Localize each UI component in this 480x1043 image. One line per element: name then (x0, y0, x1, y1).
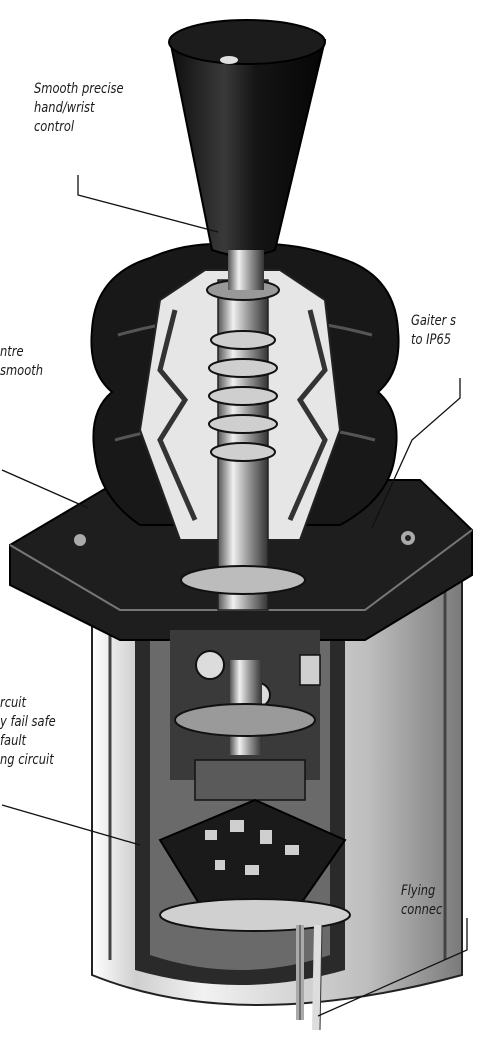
label-circuit: rcuit y fail safe fault ng circuit (0, 694, 56, 770)
leader-line-circuit (1, 804, 141, 846)
label-spring: ntre smooth (0, 343, 43, 381)
leader-line-spring (1, 469, 89, 509)
label-spring-line-2: smooth (0, 363, 43, 379)
control-handle-knob (168, 19, 327, 290)
circuit-board (158, 798, 351, 932)
label-circuit-line-1: rcuit (0, 695, 27, 711)
label-spring-line-1: ntre (0, 344, 24, 360)
label-flying-line-1: Flying (401, 883, 436, 899)
label-circuit-line-2: y fail safe (0, 714, 56, 730)
label-gaiter-line-2: to IP65 (411, 332, 452, 348)
leader-line-gaiter (371, 378, 461, 529)
label-gaiter: Gaiter s to IP65 (411, 312, 456, 350)
internal-mechanism (170, 630, 321, 801)
label-circuit-line-4: ng circuit (0, 752, 54, 768)
label-handle-line-2: hand/wrist (34, 100, 95, 116)
label-circuit-line-3: fault (0, 733, 27, 749)
leader-line-flying (317, 918, 468, 1017)
label-flying-line-2: connec (401, 902, 443, 918)
label-gaiter-line-1: Gaiter s (411, 313, 457, 329)
label-handle-line-3: control (34, 119, 75, 135)
label-handle: Smooth precise hand/wrist control (34, 80, 124, 137)
leader-lines (1, 175, 468, 1017)
label-flying: Flying connec (401, 882, 442, 920)
label-handle-line-1: Smooth precise (34, 81, 124, 97)
flying-lead-cables (296, 924, 323, 1031)
leader-line-handle (77, 175, 219, 233)
shaft-and-spring (180, 279, 306, 611)
